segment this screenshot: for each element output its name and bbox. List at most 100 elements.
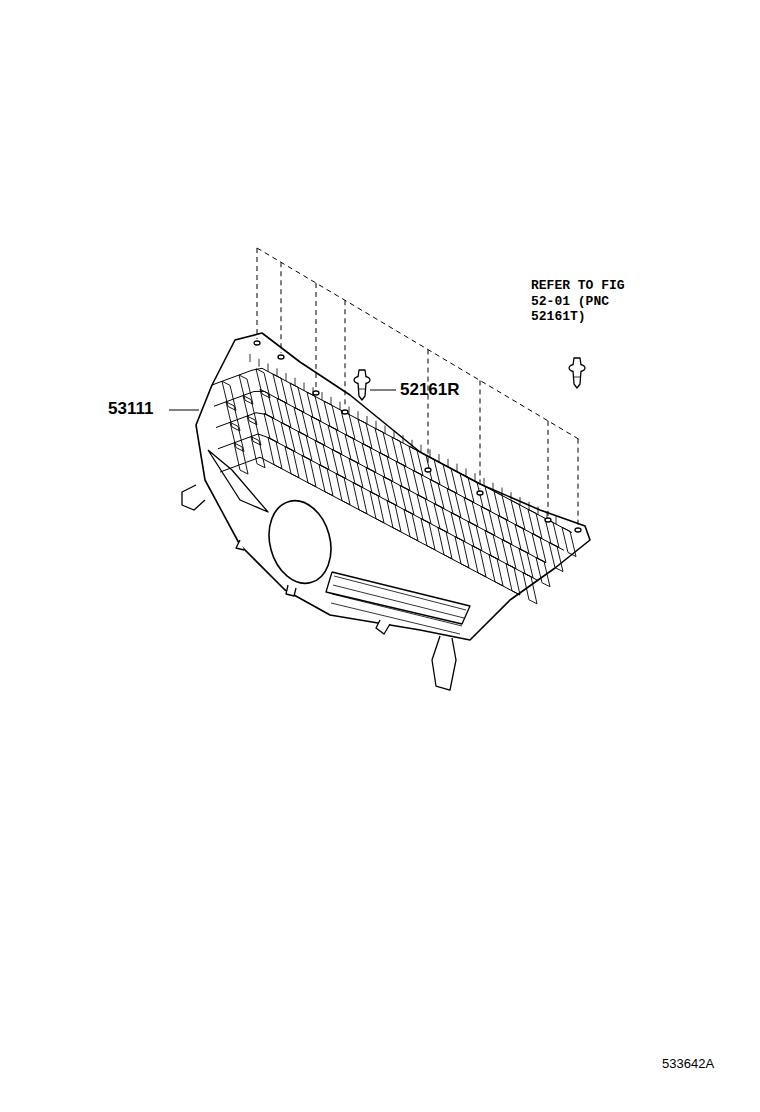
grille-slat xyxy=(549,542,563,571)
grille-slat xyxy=(251,437,265,468)
reference-note: REFER TO FIG 52-01 (PNC 52161T) xyxy=(531,278,631,325)
grille-tooth xyxy=(493,483,494,491)
grille-tooth xyxy=(520,497,521,505)
grille-slat xyxy=(234,443,248,474)
grille-slat xyxy=(260,389,274,418)
leader-line xyxy=(169,410,199,411)
radiator-grille xyxy=(182,333,590,690)
grille-tooth xyxy=(394,430,395,438)
grille-slat xyxy=(455,537,469,568)
grille-slat xyxy=(404,510,418,541)
slot-bar xyxy=(334,576,466,610)
emblem-opening xyxy=(260,494,340,591)
slot-bar xyxy=(332,594,462,626)
mounting-tab xyxy=(432,636,456,690)
grille-tooth xyxy=(376,421,377,429)
grille-tooth xyxy=(268,363,269,371)
mount-hole xyxy=(254,341,260,345)
grille-slat xyxy=(532,533,546,562)
grille-slat xyxy=(319,465,333,496)
grille-slat xyxy=(434,503,448,532)
grille-tooth xyxy=(250,354,251,362)
grille-slat xyxy=(353,483,367,514)
grille-slat xyxy=(281,422,295,451)
grille-slat xyxy=(443,464,457,493)
grille-slat xyxy=(392,437,406,466)
grille-slat xyxy=(460,473,474,502)
grille-tooth xyxy=(322,392,323,400)
grille-tooth xyxy=(367,416,368,424)
grille-tooth xyxy=(277,368,278,376)
grille-slat xyxy=(273,374,287,403)
grille-tooth xyxy=(538,507,539,515)
grille-tooth xyxy=(358,411,359,419)
grille-slat xyxy=(511,500,525,529)
grille-slat xyxy=(290,383,304,412)
grille-slat xyxy=(358,419,372,448)
grille-slat xyxy=(362,443,376,472)
grille-slat xyxy=(481,506,495,535)
grille-tooth xyxy=(349,406,350,414)
mount-hole xyxy=(575,528,581,532)
grille-slat xyxy=(383,476,397,505)
grille-slat xyxy=(268,437,282,468)
grille-tooth xyxy=(304,383,305,391)
dashed-guide xyxy=(316,283,317,389)
grille-slat xyxy=(472,546,486,577)
leader-line xyxy=(370,390,396,391)
dashed-guide xyxy=(345,300,346,408)
grille-tooth xyxy=(331,397,332,405)
grille-slat xyxy=(379,452,393,481)
grille-tooth xyxy=(286,373,287,381)
mounting-tab xyxy=(376,620,390,634)
grille-slat xyxy=(345,434,359,463)
grille-slat xyxy=(545,518,559,547)
mount-hole xyxy=(545,518,551,522)
dashed-guide xyxy=(281,262,282,353)
slot-bar xyxy=(333,585,464,618)
grille-tooth xyxy=(340,402,341,410)
grille-slat xyxy=(498,515,512,544)
mount-hole xyxy=(278,355,284,359)
grille-band xyxy=(220,457,520,595)
grille-slat xyxy=(328,425,342,454)
grille-tooth xyxy=(412,440,413,448)
grille-slat xyxy=(536,558,550,587)
grille-slat xyxy=(341,410,355,439)
grille-slat xyxy=(332,449,346,478)
grille-slat xyxy=(298,431,312,460)
grille-tooth xyxy=(475,473,476,481)
grille-slat xyxy=(451,512,465,541)
grille-slat xyxy=(489,555,503,586)
grille-tooth xyxy=(529,502,530,510)
side-opening xyxy=(208,450,268,512)
grille-slat xyxy=(485,531,499,560)
dashed-guide xyxy=(548,421,549,516)
grille-tooth xyxy=(502,488,503,496)
grille-tooth xyxy=(556,516,557,524)
mount-hole xyxy=(313,391,319,395)
grille-outline xyxy=(196,333,590,640)
grille-tooth xyxy=(511,492,512,500)
grille-tooth xyxy=(421,445,422,453)
grille-slat xyxy=(477,482,491,511)
grille-slat xyxy=(447,488,461,517)
grille-slat xyxy=(523,573,537,604)
slot-bar xyxy=(331,603,460,634)
grille-slat xyxy=(366,467,380,496)
leader-lines xyxy=(169,390,396,410)
grille-slat xyxy=(464,497,478,526)
grille-slat xyxy=(562,527,576,556)
grille-slat xyxy=(430,479,444,508)
grille-slat xyxy=(324,401,338,430)
dashed-guide xyxy=(578,439,579,526)
grille-tooth xyxy=(448,459,449,467)
grille-slat xyxy=(370,492,384,523)
grille-slat xyxy=(506,564,520,595)
grille-slat xyxy=(438,528,452,559)
clip-symbol xyxy=(569,358,585,388)
grille-tooth xyxy=(457,464,458,472)
mount-hole xyxy=(477,491,483,495)
